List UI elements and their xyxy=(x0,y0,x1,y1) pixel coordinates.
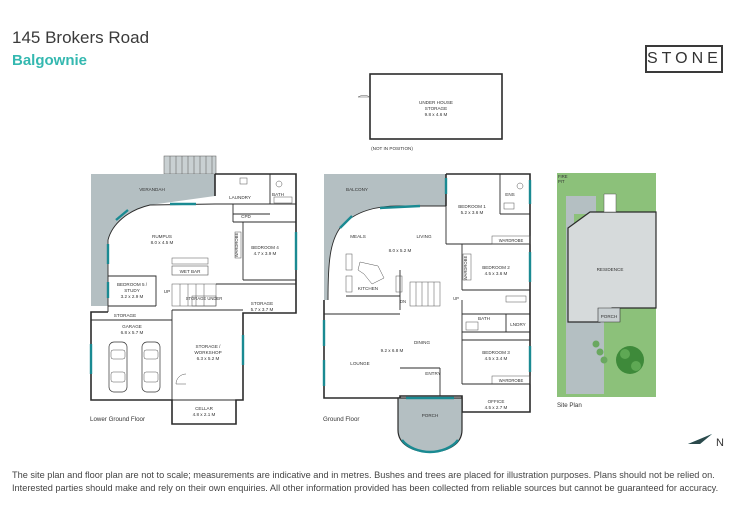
fire-label: FIRE xyxy=(558,174,568,179)
kitchen-label: KITCHEN xyxy=(358,286,378,291)
lg-bath-label: BATH xyxy=(272,192,284,197)
workshop-dims: 6.3 x 5.2 M xyxy=(197,356,220,361)
under-house-title2: STORAGE xyxy=(425,106,447,111)
rumpus-dims: 8.0 x 4.5 M xyxy=(151,240,174,245)
entry-label: ENTRY xyxy=(425,371,441,376)
bedroom2-label: BEDROOM 2 xyxy=(482,265,510,270)
office-label: OFFICE xyxy=(488,399,505,404)
not-in-position-note: (NOT IN POSITION) xyxy=(371,146,413,151)
office-dims: 4.5 x 2.7 M xyxy=(485,405,508,410)
cpd-label: CPD xyxy=(241,214,251,219)
compass-north-label: N xyxy=(716,437,724,449)
dining-label: DINING xyxy=(414,340,431,345)
living-dims: 8.0 x 5.2 M xyxy=(389,248,412,253)
under-house-storage: UNDER HOUSE STORAGE 9.8 x 4.6 M (NOT IN … xyxy=(357,73,503,151)
wet-bar-label: WET BAR xyxy=(180,269,202,274)
balcony-label: BALCONY xyxy=(346,187,368,192)
living-label: LIVING xyxy=(416,234,431,239)
gf-porch-label: PORCH xyxy=(422,413,439,418)
listing-address: 145 Brokers Road xyxy=(12,28,150,47)
ground-floor-plan: BALCONY WARDROBE BEDROOM 1 5.2 x 3.6 M E… xyxy=(322,173,532,454)
bedroom1-dims: 5.2 x 3.6 M xyxy=(461,210,484,215)
car-left-icon xyxy=(108,341,128,393)
verandah-label: VERANDAH xyxy=(139,187,165,192)
storage-under-label: STORAGE UNDER xyxy=(186,296,222,301)
ens-label: ENS xyxy=(505,192,514,197)
lounge-label: LOUNGE xyxy=(350,361,369,366)
bedroom1-label: BEDROOM 1 xyxy=(458,204,486,209)
rumpus-label: RUMPUS xyxy=(152,234,172,239)
lounge-dims: 9.2 x 6.8 M xyxy=(381,348,404,353)
ground-floor-caption: Ground Floor xyxy=(323,416,359,423)
site-plan: RESIDENCE PORCH FIRE PIT Site Plan xyxy=(557,173,657,409)
cellar-dims: 4.8 x 2.1 M xyxy=(193,412,216,417)
north-compass-icon: N xyxy=(688,434,724,449)
car-right-icon xyxy=(141,341,161,393)
agency-logo: STONE xyxy=(645,45,723,73)
meals-label: MEALS xyxy=(350,234,366,239)
tree-icon xyxy=(616,346,644,374)
under-house-dims: 9.8 x 4.6 M xyxy=(425,112,448,117)
pit-label: PIT xyxy=(558,179,565,184)
workshop-label2: WORKSHOP xyxy=(194,350,221,355)
lg-up-label: UP xyxy=(164,289,170,294)
bedroom5-dims: 3.2 x 2.9 M xyxy=(121,294,144,299)
under-house-title: UNDER HOUSE xyxy=(419,100,453,105)
lndry-label: LNDRY xyxy=(510,322,526,327)
lower-ground-floor-plan: VERANDAH LAUNDRY BATH CPD WARDROBE BEDRO… xyxy=(89,155,298,425)
bedroom3-label: BEDROOM 3 xyxy=(482,350,510,355)
laundry-label: LAUNDRY xyxy=(229,195,251,200)
lower-ground-caption: Lower Ground Floor xyxy=(90,416,145,423)
garage-label: GARAGE xyxy=(122,324,142,329)
bedroom2-dims: 4.5 x 3.6 M xyxy=(485,271,508,276)
bedroom5-label: BEDROOM 5 / xyxy=(117,282,148,287)
bedroom5-label2: STUDY xyxy=(124,288,140,293)
garage-dims: 6.8 x 5.7 M xyxy=(121,330,144,335)
listing-suburb: Balgownie xyxy=(12,52,88,69)
lg-storage-right-dims: 5.7 x 3.7 M xyxy=(251,307,274,312)
bedroom4-dims: 4.7 x 3.9 M xyxy=(254,251,277,256)
bed2-wardrobe-label: WARDROBE xyxy=(463,256,468,281)
site-porch-label: PORCH xyxy=(601,314,618,319)
bedroom3-dims: 4.5 x 3.4 M xyxy=(485,356,508,361)
lg-wardrobe-label: WARDROBE xyxy=(234,233,239,258)
bed3-wardrobe-label: WARDROBE xyxy=(499,378,524,383)
cellar-label: CELLAR xyxy=(195,406,214,411)
site-plan-caption: Site Plan xyxy=(557,402,582,409)
gf-dn-label: DN xyxy=(400,299,406,304)
lg-storage-right-label: STORAGE xyxy=(251,301,273,306)
bedroom4-label: BEDROOM 4 xyxy=(251,245,279,250)
workshop-label: STORAGE / xyxy=(196,344,222,349)
lg-storage-left-label: STORAGE xyxy=(114,313,136,318)
gf-up-label: UP xyxy=(453,296,459,301)
residence-label: RESIDENCE xyxy=(597,267,624,272)
disclaimer-text: The site plan and floor plan are not to … xyxy=(12,470,719,493)
bed1-wardrobe-label: WARDROBE xyxy=(499,238,524,243)
gf-bath-label: BATH xyxy=(478,316,490,321)
